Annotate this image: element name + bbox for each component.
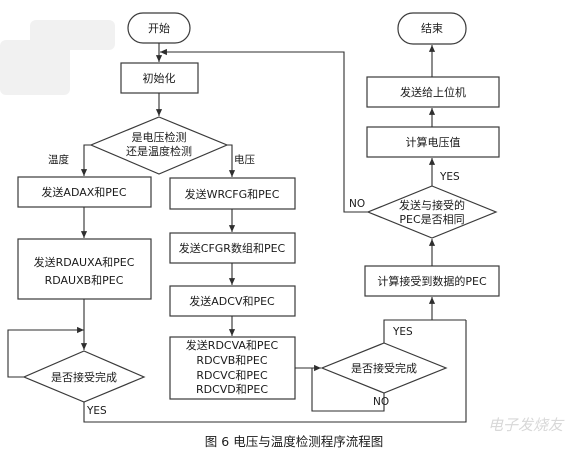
edge-decision-volt — [227, 144, 236, 177]
pec-same-decision: 发送与接受的 PEC是否相同 — [366, 185, 498, 239]
recv-done-left-decision: 是否接受完成 — [22, 350, 146, 403]
recv-done-left-label: 是否接受完成 — [51, 370, 117, 384]
send-wrcfg-label: 发送WRCFG和PEC — [185, 187, 280, 201]
send-rdcv-node: 发送RDCVA和PEC RDCVB和PEC RDCVC和PEC RDCVD和PE… — [169, 336, 296, 400]
send-adax-node: 发送ADAX和PEC — [17, 176, 152, 208]
recv-done-right-label: 是否接受完成 — [351, 361, 417, 375]
send-adcv-label: 发送ADCV和PEC — [189, 294, 275, 308]
start-node: 开始 — [127, 12, 191, 44]
edge-recvleft-yes — [83, 320, 467, 423]
pec-same-line-1: 发送与接受的 — [399, 198, 465, 212]
send-rdcv-line-4: RDCVD和PEC — [196, 383, 268, 396]
voltage-or-temp-decision: 是电压检测 还是温度检测 — [89, 116, 229, 175]
pec-same-line-2: PEC是否相同 — [399, 213, 464, 226]
send-host-label: 发送给上位机 — [400, 85, 466, 99]
figure-caption: 图 6 电压与温度检测程序流程图 — [205, 434, 383, 449]
decision-line-2: 还是温度检测 — [126, 144, 192, 158]
temp-branch-label: 温度 — [48, 153, 69, 166]
end-node: 结束 — [397, 12, 467, 45]
calc-voltage-node: 计算电压值 — [366, 126, 500, 158]
yes-pec-label: YES — [439, 171, 460, 183]
init-label: 初始化 — [143, 71, 176, 85]
calc-voltage-label: 计算电压值 — [406, 135, 461, 149]
no-right-label: NO — [373, 396, 389, 408]
edge-recvright-yes — [383, 297, 436, 343]
watermark-logo: 电子发烧友 — [488, 416, 565, 434]
send-wrcfg-node: 发送WRCFG和PEC — [169, 177, 296, 210]
send-rdcv-line-2: RDCVB和PEC — [196, 354, 267, 367]
edge-recvleft-loop — [7, 326, 84, 378]
no-pec-label: NO — [349, 198, 365, 210]
send-rdaux-line-2: RDAUXB和PEC — [45, 274, 124, 287]
scan-smudge — [0, 20, 115, 95]
send-adcv-node: 发送ADCV和PEC — [169, 285, 296, 317]
send-rdaux-node: 发送RDAUXA和PEC RDAUXB和PEC — [17, 238, 152, 300]
decision-line-1: 是电压检测 — [132, 130, 187, 144]
yes-right-label: YES — [392, 326, 413, 338]
send-rdcv-line-3: RDCVC和PEC — [196, 369, 268, 382]
yes-left-label: YES — [86, 405, 107, 417]
edge-decision-temp — [80, 144, 91, 176]
send-rdaux-line-1: 发送RDAUXA和PEC — [34, 255, 135, 269]
recv-done-right-decision: 是否接受完成 — [320, 342, 448, 394]
send-cfgr-node: 发送CFGR数组和PEC — [169, 232, 296, 264]
edge-pecsame-no — [160, 48, 368, 213]
calc-pec-label: 计算接受到数据的PEC — [377, 274, 487, 288]
send-cfgr-label: 发送CFGR数组和PEC — [179, 241, 286, 255]
send-host-node: 发送给上位机 — [366, 76, 500, 108]
send-rdcv-line-1: 发送RDCVA和PEC — [186, 338, 279, 352]
volt-branch-label: 电压 — [234, 153, 255, 166]
init-node: 初始化 — [120, 62, 199, 94]
edges — [7, 43, 467, 423]
send-adax-label: 发送ADAX和PEC — [41, 185, 126, 199]
end-label: 结束 — [421, 22, 443, 35]
edge-recvright-no — [311, 368, 385, 412]
start-label: 开始 — [148, 21, 170, 35]
calc-pec-node: 计算接受到数据的PEC — [364, 265, 500, 297]
